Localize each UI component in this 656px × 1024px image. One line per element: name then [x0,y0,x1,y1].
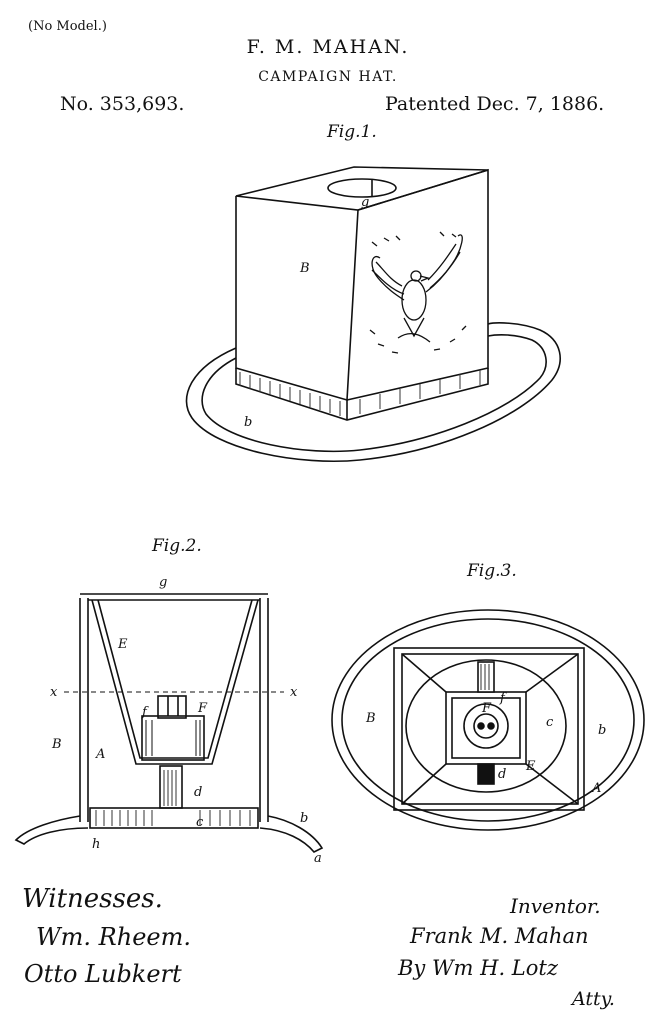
fig1-hat-drawing [185,166,561,463]
inventor-label: Inventor. [510,894,601,918]
fig3-ref-A: A [591,781,601,796]
witness-signature-1: Wm. Rheem. [36,923,192,951]
attorney-signature: By Wm H. Lotz [398,956,558,980]
eagle-emblem [369,231,467,354]
fig3-ref-b: b [598,723,606,738]
fig3-outer-square [393,647,585,811]
fig2-ref-g: g [159,575,167,590]
fig2-section-drawing [14,593,324,853]
fig2-ref-B: B [51,737,62,752]
fig2-left-wall [79,598,89,822]
patent-subject-title: CAMPAIGN HAT. [258,69,398,85]
fig3-ref-E: E [525,759,536,774]
fig3-plan-drawing [331,609,645,831]
fig2-ref-a: a [314,851,322,866]
fig3-brim-outer [331,609,645,831]
fig3-block-top [477,661,495,693]
fig3-ref-F: F [481,701,492,716]
fig3-label: Fig.3. [467,561,517,581]
fig1-ref-g: g [361,195,369,210]
witnesses-label: Witnesses. [22,884,163,914]
fig2-ref-f: f [141,705,149,720]
fig2-ref-E: E [117,637,128,652]
fig3-ref-f: f [499,691,507,706]
fig1-ref-B: B [299,261,310,276]
fig3-ref-d: d [498,767,506,782]
fig1-box-left-face [235,196,359,402]
fig1-box-right-face [346,168,489,401]
fig2-brim-left [14,815,89,845]
fig2-ref-d: d [194,785,202,800]
fig2-ref-h: h [92,837,100,852]
fig3-strut-nw [401,653,447,693]
fig1-ref-b: b [244,415,252,430]
fig2-brim-right [259,815,324,853]
fig1-brim-inner [201,334,547,453]
fig2-lamp-top [157,695,187,719]
fig2-top [80,593,268,601]
fig3-lamp [463,703,509,749]
witness-signature-2: Otto Lubkert [24,960,182,988]
fig2-lamp-base [141,715,205,761]
patent-date: Patented Dec. 7, 1886. [385,93,605,115]
fig2-funnel [91,599,259,765]
fig3-strut-ne [525,653,579,693]
patent-number: No. 353,693. [60,93,185,115]
fig2-ref-x-right: x [290,685,298,700]
fig1-label: Fig.1. [327,122,377,142]
fig2-right-wall [259,598,269,822]
fig3-strut-se [525,763,579,805]
attorney-title: Atty. [572,988,615,1010]
fig1-brim-outer [185,322,561,463]
fig3-strut-sw [401,763,447,805]
fig2-ref-b: b [300,811,308,826]
fig3-brim-inner [341,618,635,822]
fig2-ref-c: c [196,815,204,830]
fig1-top-hole [327,178,397,198]
fig3-ref-c: c [546,715,554,730]
fig2-ref-x-left: x [50,685,58,700]
inventor-signature: Frank M. Mahan [410,924,589,948]
fig2-base [89,807,259,829]
fig2-ref-A: A [95,747,105,762]
fig2-post [159,765,183,809]
fig3-block-bottom [477,763,495,785]
no-model-note: (No Model.) [28,19,107,34]
fig3-inner-ring [405,659,567,793]
fig3-ref-B: B [365,711,376,726]
inventor-name-heading: F. M. MAHAN. [246,36,410,58]
fig2-ref-F: F [197,701,208,716]
fig2-label: Fig.2. [152,536,202,556]
